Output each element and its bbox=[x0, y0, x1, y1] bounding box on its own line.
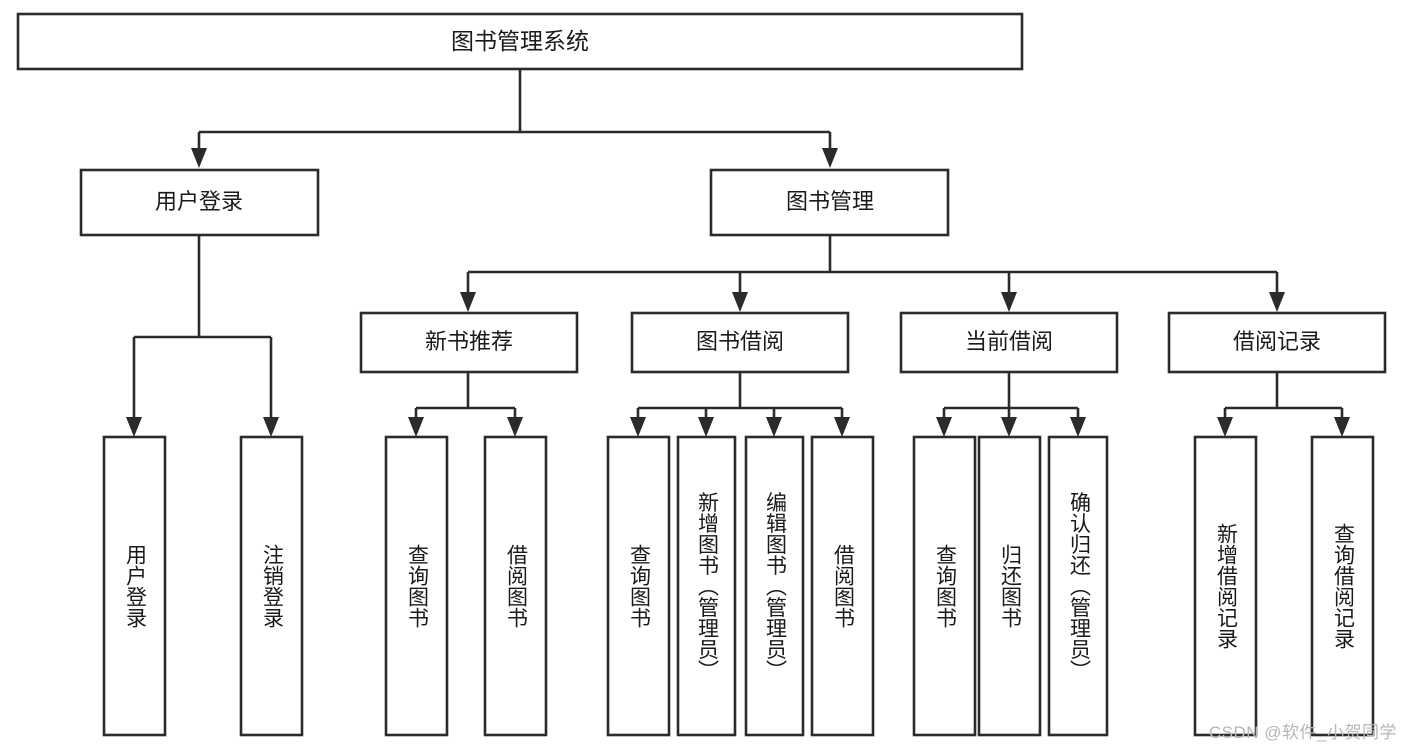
node-leaf-borrow-add-book-label: 新增图书（管理员） bbox=[695, 492, 719, 681]
node-book-manage-label: 图书管理 bbox=[786, 189, 874, 214]
node-leaf-record-add[interactable]: 新增借阅记录 bbox=[1193, 435, 1258, 737]
node-leaf-user-login-label: 用户登录 bbox=[123, 544, 147, 628]
arrow-head-book-borrow bbox=[732, 292, 748, 312]
node-current-borrow-box[interactable] bbox=[899, 311, 1119, 374]
node-book-borrow[interactable]: 图书借阅 bbox=[630, 311, 850, 374]
connector-group-book-borrow bbox=[630, 373, 850, 437]
node-leaf-borrow-borrow-book[interactable]: 借阅图书 bbox=[810, 435, 875, 737]
node-book-borrow-label: 图书借阅 bbox=[696, 329, 784, 354]
node-leaf-borrow-borrow-book-label: 借阅图书 bbox=[831, 544, 855, 628]
node-user-login[interactable]: 用户登录 bbox=[79, 168, 320, 237]
node-current-borrow[interactable]: 当前借阅 bbox=[899, 311, 1119, 374]
arrow-head-leaf-borrow-query-book bbox=[630, 417, 646, 437]
watermark-text: CSDN @软件_小贺同学 bbox=[1208, 723, 1397, 742]
node-leaf-borrow-query-book[interactable]: 查询图书 bbox=[606, 435, 671, 737]
arrow-head-current-borrow bbox=[1001, 292, 1017, 312]
node-leaf-rec-query-book[interactable]: 查询图书 bbox=[384, 435, 449, 737]
node-leaf-rec-borrow-book[interactable]: 借阅图书 bbox=[483, 435, 548, 737]
node-leaf-record-add-label: 新增借阅记录 bbox=[1214, 523, 1238, 649]
node-leaf-borrow-borrow-book-box[interactable] bbox=[810, 435, 875, 737]
arrow-head-leaf-current-return-book bbox=[1001, 417, 1017, 437]
arrow-head-leaf-borrow-edit-book bbox=[766, 417, 782, 437]
node-leaf-current-query-book-label: 查询图书 bbox=[933, 544, 957, 628]
arrow-head-leaf-user-logout bbox=[263, 417, 279, 437]
node-leaf-borrow-query-book-label: 查询图书 bbox=[627, 544, 651, 628]
node-user-login-box[interactable] bbox=[79, 168, 320, 237]
connector-group-current-borrow bbox=[936, 373, 1086, 437]
node-leaf-borrow-query-book-box[interactable] bbox=[606, 435, 671, 737]
arrow-head-leaf-current-confirm-return bbox=[1070, 417, 1086, 437]
node-new-book-rec-box[interactable] bbox=[359, 311, 579, 374]
node-leaf-rec-borrow-book-label: 借阅图书 bbox=[504, 544, 528, 628]
node-leaf-current-query-book[interactable]: 查询图书 bbox=[912, 435, 977, 737]
node-borrow-record-box[interactable] bbox=[1167, 311, 1387, 374]
node-root-box[interactable] bbox=[16, 12, 1024, 71]
node-new-book-rec[interactable]: 新书推荐 bbox=[359, 311, 579, 374]
node-leaf-borrow-add-book[interactable]: 新增图书（管理员） bbox=[676, 435, 737, 737]
node-leaf-current-confirm-return[interactable]: 确认归还（管理员） bbox=[1047, 435, 1109, 737]
arrow-head-leaf-record-query bbox=[1334, 417, 1350, 437]
node-root[interactable]: 图书管理系统 bbox=[16, 12, 1024, 71]
node-leaf-record-add-box[interactable] bbox=[1193, 435, 1258, 737]
node-leaf-borrow-edit-book-label: 编辑图书（管理员） bbox=[763, 492, 787, 681]
node-leaf-current-return-book[interactable]: 归还图书 bbox=[977, 435, 1042, 737]
connector-group-book-manage bbox=[460, 236, 1285, 312]
node-leaf-borrow-add-book-box[interactable] bbox=[676, 435, 737, 737]
connector-group-user-login bbox=[126, 236, 279, 437]
arrow-head-book-manage bbox=[822, 148, 838, 168]
node-leaf-user-login[interactable]: 用户登录 bbox=[102, 435, 167, 737]
node-user-login-label: 用户登录 bbox=[155, 189, 243, 214]
connector-group-root bbox=[191, 70, 838, 168]
connector-group-new-book-rec bbox=[408, 373, 523, 437]
node-leaf-record-query[interactable]: 查询借阅记录 bbox=[1310, 435, 1375, 737]
node-leaf-record-query-label: 查询借阅记录 bbox=[1331, 523, 1355, 649]
node-leaf-rec-query-book-label: 查询图书 bbox=[405, 544, 429, 628]
arrow-head-leaf-rec-borrow-book bbox=[507, 417, 523, 437]
arrow-head-leaf-rec-query-book bbox=[408, 417, 424, 437]
arrow-head-user-login bbox=[191, 148, 207, 168]
node-leaf-record-query-box[interactable] bbox=[1310, 435, 1375, 737]
arrow-head-leaf-current-query-book bbox=[936, 417, 952, 437]
node-current-borrow-label: 当前借阅 bbox=[965, 329, 1053, 354]
node-borrow-record-label: 借阅记录 bbox=[1233, 329, 1321, 354]
arrow-head-leaf-borrow-add-book bbox=[698, 417, 714, 437]
node-new-book-rec-label: 新书推荐 bbox=[425, 329, 513, 354]
node-leaf-rec-query-book-box[interactable] bbox=[384, 435, 449, 737]
node-book-manage[interactable]: 图书管理 bbox=[709, 168, 950, 237]
node-leaf-current-confirm-return-box[interactable] bbox=[1047, 435, 1109, 737]
arrow-head-leaf-borrow-borrow-book bbox=[834, 417, 850, 437]
node-borrow-record[interactable]: 借阅记录 bbox=[1167, 311, 1387, 374]
node-leaf-user-logout[interactable]: 注销登录 bbox=[239, 435, 304, 737]
node-leaf-user-login-box[interactable] bbox=[102, 435, 167, 737]
node-leaf-current-confirm-return-label: 确认归还（管理员） bbox=[1067, 492, 1091, 681]
connector-group-borrow-record bbox=[1217, 373, 1350, 437]
node-leaf-user-logout-label: 注销登录 bbox=[260, 544, 284, 628]
node-leaf-borrow-edit-book-box[interactable] bbox=[744, 435, 805, 737]
arrow-head-borrow-record bbox=[1269, 292, 1285, 312]
arrow-head-new-book-rec bbox=[460, 292, 476, 312]
node-book-manage-box[interactable] bbox=[709, 168, 950, 237]
arrow-head-leaf-user-login bbox=[126, 417, 142, 437]
node-leaf-user-logout-box[interactable] bbox=[239, 435, 304, 737]
node-leaf-borrow-edit-book[interactable]: 编辑图书（管理员） bbox=[744, 435, 805, 737]
node-leaf-rec-borrow-book-box[interactable] bbox=[483, 435, 548, 737]
arrow-head-leaf-record-add bbox=[1217, 417, 1233, 437]
node-book-borrow-box[interactable] bbox=[630, 311, 850, 374]
node-leaf-current-return-book-label: 归还图书 bbox=[998, 544, 1022, 628]
node-leaf-current-query-book-box[interactable] bbox=[912, 435, 977, 737]
node-leaf-current-return-book-box[interactable] bbox=[977, 435, 1042, 737]
node-root-label: 图书管理系统 bbox=[451, 28, 589, 54]
